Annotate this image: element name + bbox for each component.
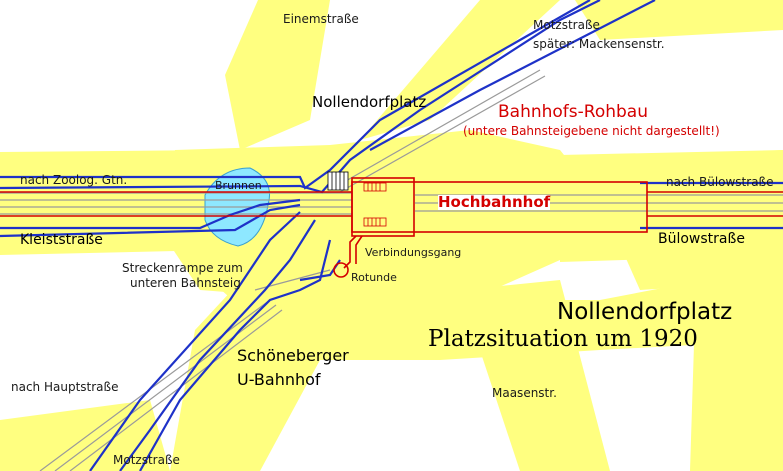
rohbau-stairs-top — [363, 182, 387, 192]
street-maerkisch-upper-right — [575, 0, 783, 40]
label-rohbau-note: (untere Bahnsteigebene nicht dargestellt… — [463, 124, 720, 138]
street-motzstrasse-top — [360, 0, 560, 140]
label-motzstrasse-bottom: Motzstraße — [113, 453, 180, 467]
label-hochbahnhof: Hochbahnhof — [438, 193, 551, 211]
label-brunnen: Brunnen — [215, 179, 262, 192]
verbindungsgang — [343, 235, 357, 269]
label-schoeneberger-2: U-Bahnhof — [237, 370, 321, 389]
label-nach-zoolog: nach Zoolog. Gtn. — [20, 173, 128, 187]
label-einemstrasse: Einemstraße — [283, 12, 359, 26]
stairs-upper — [327, 171, 349, 191]
label-nach-buelowstrasse: nach Bülowstraße — [666, 175, 774, 189]
street-einemstrasse — [225, 0, 330, 150]
street-bottom-left-band — [210, 265, 783, 360]
label-streckenrampe-1: Streckenrampe zum — [122, 261, 243, 275]
track-lower-1 — [39, 299, 271, 471]
ubahn-upper-line-3 — [369, 0, 656, 151]
ubahn-upper-line-1 — [0, 0, 591, 190]
verbindungsgang-2 — [355, 235, 363, 264]
label-nach-hauptstrasse: nach Hauptstraße — [11, 380, 119, 394]
label-title-place: Nollendorfplatz — [557, 299, 733, 325]
street-right-edge — [690, 150, 783, 471]
ubahn-left-lower-2 — [0, 203, 301, 238]
label-motzstrasse-top-later: später: Mackensenstr. — [533, 37, 665, 51]
ubahn-upper-line-2 — [0, 0, 601, 194]
ubahn-lower-line-3 — [139, 239, 332, 471]
label-rohbau-title: Bahnhofs-Rohbau — [498, 102, 648, 122]
label-streckenrampe-2: unteren Bahnsteig — [130, 276, 241, 290]
label-motzstrasse-top: Motzstraße — [533, 18, 600, 32]
track-lower-3 — [69, 309, 283, 471]
label-kleiststrasse: Kleiststraße — [20, 232, 103, 248]
label-schoeneberger-1: Schöneberger — [237, 346, 349, 365]
label-nollendorfplatz-upper: Nollendorfplatz — [312, 93, 427, 111]
label-maasenstr: Maasenstr. — [492, 386, 557, 400]
bahnhofs-rohbau-box — [351, 177, 415, 237]
track-upper-1 — [329, 69, 541, 191]
label-verbindungsgang: Verbindungsgang — [365, 246, 462, 259]
rohbau-stairs-bottom — [363, 217, 387, 227]
label-title-situation: Platzsituation um 1920 — [428, 326, 698, 352]
ubahn-lower-line-1 — [89, 211, 301, 471]
label-rotunde: Rotunde — [351, 271, 397, 284]
track-lower-2 — [54, 304, 277, 471]
ubahn-left-lower-1 — [0, 198, 301, 230]
rotunde — [333, 262, 349, 278]
track-upper-2 — [339, 75, 546, 193]
nollendorfplatz-square — [160, 130, 600, 300]
label-buelowstrasse: Bülowstraße — [658, 231, 745, 247]
ubahn-lower-line-2 — [119, 219, 316, 471]
